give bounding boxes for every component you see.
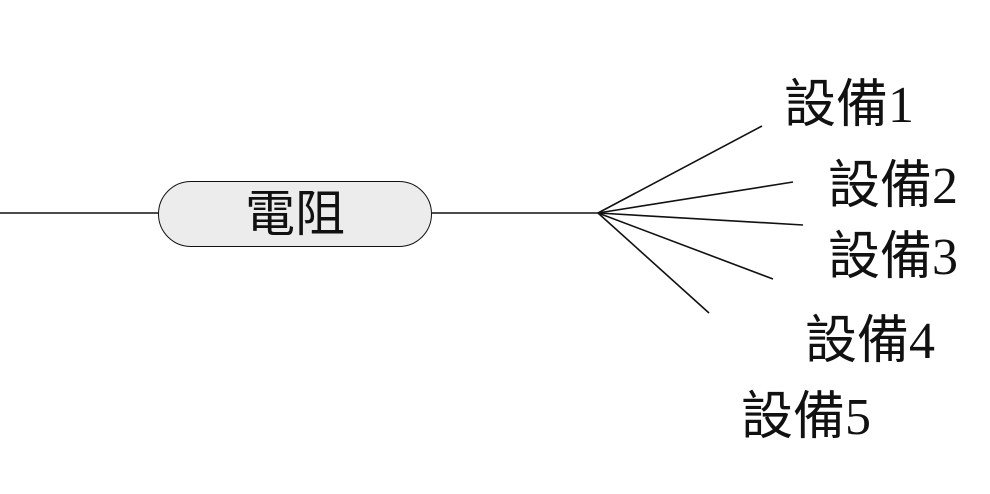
central-node: 電阻 (158, 181, 432, 247)
branch-line-3 (597, 212, 804, 226)
branch-line-4 (597, 212, 774, 280)
branch-label-2: 設備2 (828, 158, 959, 215)
branch-line-1 (597, 125, 763, 214)
branch-label-4: 設備4 (805, 313, 936, 370)
branch-label-5: 設備5 (741, 389, 872, 446)
branch-label-1: 設備1 (784, 77, 915, 134)
branch-line-5 (597, 212, 710, 314)
branch-label-3: 設備3 (828, 229, 959, 286)
central-node-label: 電阻 (245, 185, 345, 243)
branch-line-2 (597, 181, 794, 214)
